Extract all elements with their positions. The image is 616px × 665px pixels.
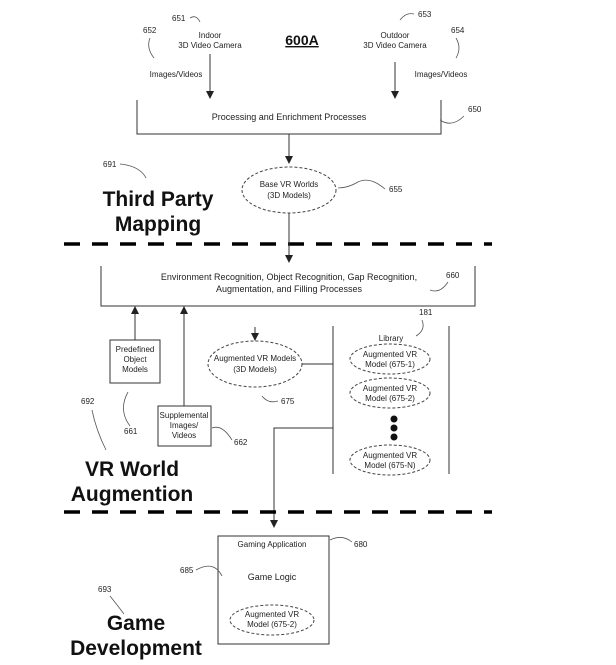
- gaming-model-label-2: Model (675-2): [247, 620, 297, 629]
- game-logic-label: Game Logic: [248, 572, 297, 582]
- gaming-application-leader: [330, 537, 352, 542]
- predefined-ref: 661: [124, 427, 138, 436]
- outdoor-camera-label-2: 3D Video Camera: [363, 41, 427, 50]
- vr-world-heading-2: Augmention: [71, 483, 193, 506]
- ellipsis-dot-1: [391, 416, 398, 423]
- gaming-model-label-1: Augmented VR: [245, 610, 299, 619]
- images-videos-left-label: Images/Videos: [150, 70, 203, 79]
- indoor-camera-label-2: 3D Video Camera: [178, 41, 242, 50]
- supplemental-label-2: Images/: [170, 421, 199, 430]
- library-model-n: [350, 445, 430, 475]
- supplemental-label-3: Videos: [172, 431, 196, 440]
- base-vr-worlds-label-2: (3D Models): [267, 191, 311, 200]
- outdoor-camera: 653 Outdoor 3D Video Camera: [363, 10, 432, 50]
- images-videos-right-ref: 654: [451, 26, 465, 35]
- recognition-leader: [430, 282, 448, 291]
- recognition-label-2: Augmentation, and Filling Processes: [216, 284, 363, 294]
- processing-leader: [440, 116, 464, 123]
- base-vr-worlds-label-1: Base VR Worlds: [260, 180, 319, 189]
- images-videos-left-ref: 652: [143, 26, 157, 35]
- game-dev-heading-2: Development: [70, 637, 202, 660]
- images-videos-right-label: Images/Videos: [415, 70, 468, 79]
- gaming-application-label: Gaming Application: [238, 540, 307, 549]
- library-model-n-label-2: Model (675-N): [364, 461, 415, 470]
- library-model-n-label-1: Augmented VR: [363, 451, 417, 460]
- indoor-camera-leader: [190, 17, 200, 22]
- augmented-vr-label-1: Augmented VR Models: [214, 354, 296, 363]
- base-vr-worlds-node: [242, 167, 336, 213]
- library-model-1: [350, 344, 430, 374]
- augmented-vr-label-2: (3D Models): [233, 365, 277, 374]
- library-ref: 181: [419, 308, 433, 317]
- outdoor-camera-ref: 653: [418, 10, 432, 19]
- third-party-ref: 691: [103, 160, 117, 169]
- recognition-label-1: Environment Recognition, Object Recognit…: [161, 272, 417, 282]
- figure-title: 600A: [285, 32, 318, 48]
- outdoor-camera-label-1: Outdoor: [381, 31, 410, 40]
- recognition-ref: 660: [446, 271, 460, 280]
- supplemental-ref: 662: [234, 438, 248, 447]
- augmented-vr-ref: 675: [281, 397, 295, 406]
- ellipsis-dot-2: [391, 425, 398, 432]
- processing-ref: 650: [468, 105, 482, 114]
- library-title: Library: [379, 334, 403, 343]
- indoor-camera-ref: 651: [172, 14, 186, 23]
- library-model-1-label-2: Model (675-1): [365, 360, 415, 369]
- library: Library 181 Augmented VR Model (675-1) A…: [333, 308, 449, 475]
- third-party-leader: [120, 164, 146, 178]
- supplemental-leader: [212, 427, 232, 440]
- predefined-label-3: Models: [122, 365, 148, 374]
- vr-world-heading-1: VR World: [85, 458, 179, 481]
- game-logic-ref: 685: [180, 566, 194, 575]
- library-model-1-label-1: Augmented VR: [363, 350, 417, 359]
- augmented-vr-models-node: [208, 341, 302, 387]
- predefined-leader: [123, 392, 130, 426]
- processing-label: Processing and Enrichment Processes: [212, 112, 367, 122]
- images-videos-left-leader: [149, 38, 154, 58]
- vr-world-ref: 692: [81, 397, 95, 406]
- library-model-2-label-1: Augmented VR: [363, 384, 417, 393]
- indoor-camera-label-1: Indoor: [199, 31, 222, 40]
- third-party-heading-2: Mapping: [115, 213, 201, 236]
- predefined-label-1: Predefined: [116, 345, 155, 354]
- ellipsis-dot-3: [391, 434, 398, 441]
- library-leader: [416, 320, 423, 336]
- library-model-2-label-2: Model (675-2): [365, 394, 415, 403]
- base-vr-worlds-ref: 655: [389, 185, 403, 194]
- base-vr-worlds-leader: [338, 180, 385, 189]
- augmented-vr-leader: [262, 396, 278, 402]
- images-videos-right-leader: [456, 38, 459, 58]
- third-party-heading-1: Third Party: [103, 188, 214, 211]
- supplemental-label-1: Supplemental: [160, 411, 209, 420]
- outdoor-camera-leader: [400, 14, 414, 20]
- indoor-camera: 651 Indoor 3D Video Camera: [172, 14, 242, 50]
- game-dev-ref: 693: [98, 585, 112, 594]
- predefined-label-2: Object: [123, 355, 147, 364]
- library-model-2: [350, 378, 430, 408]
- game-dev-heading-1: Game: [107, 612, 165, 635]
- vr-world-leader: [92, 410, 106, 450]
- gaming-application-ref: 680: [354, 540, 368, 549]
